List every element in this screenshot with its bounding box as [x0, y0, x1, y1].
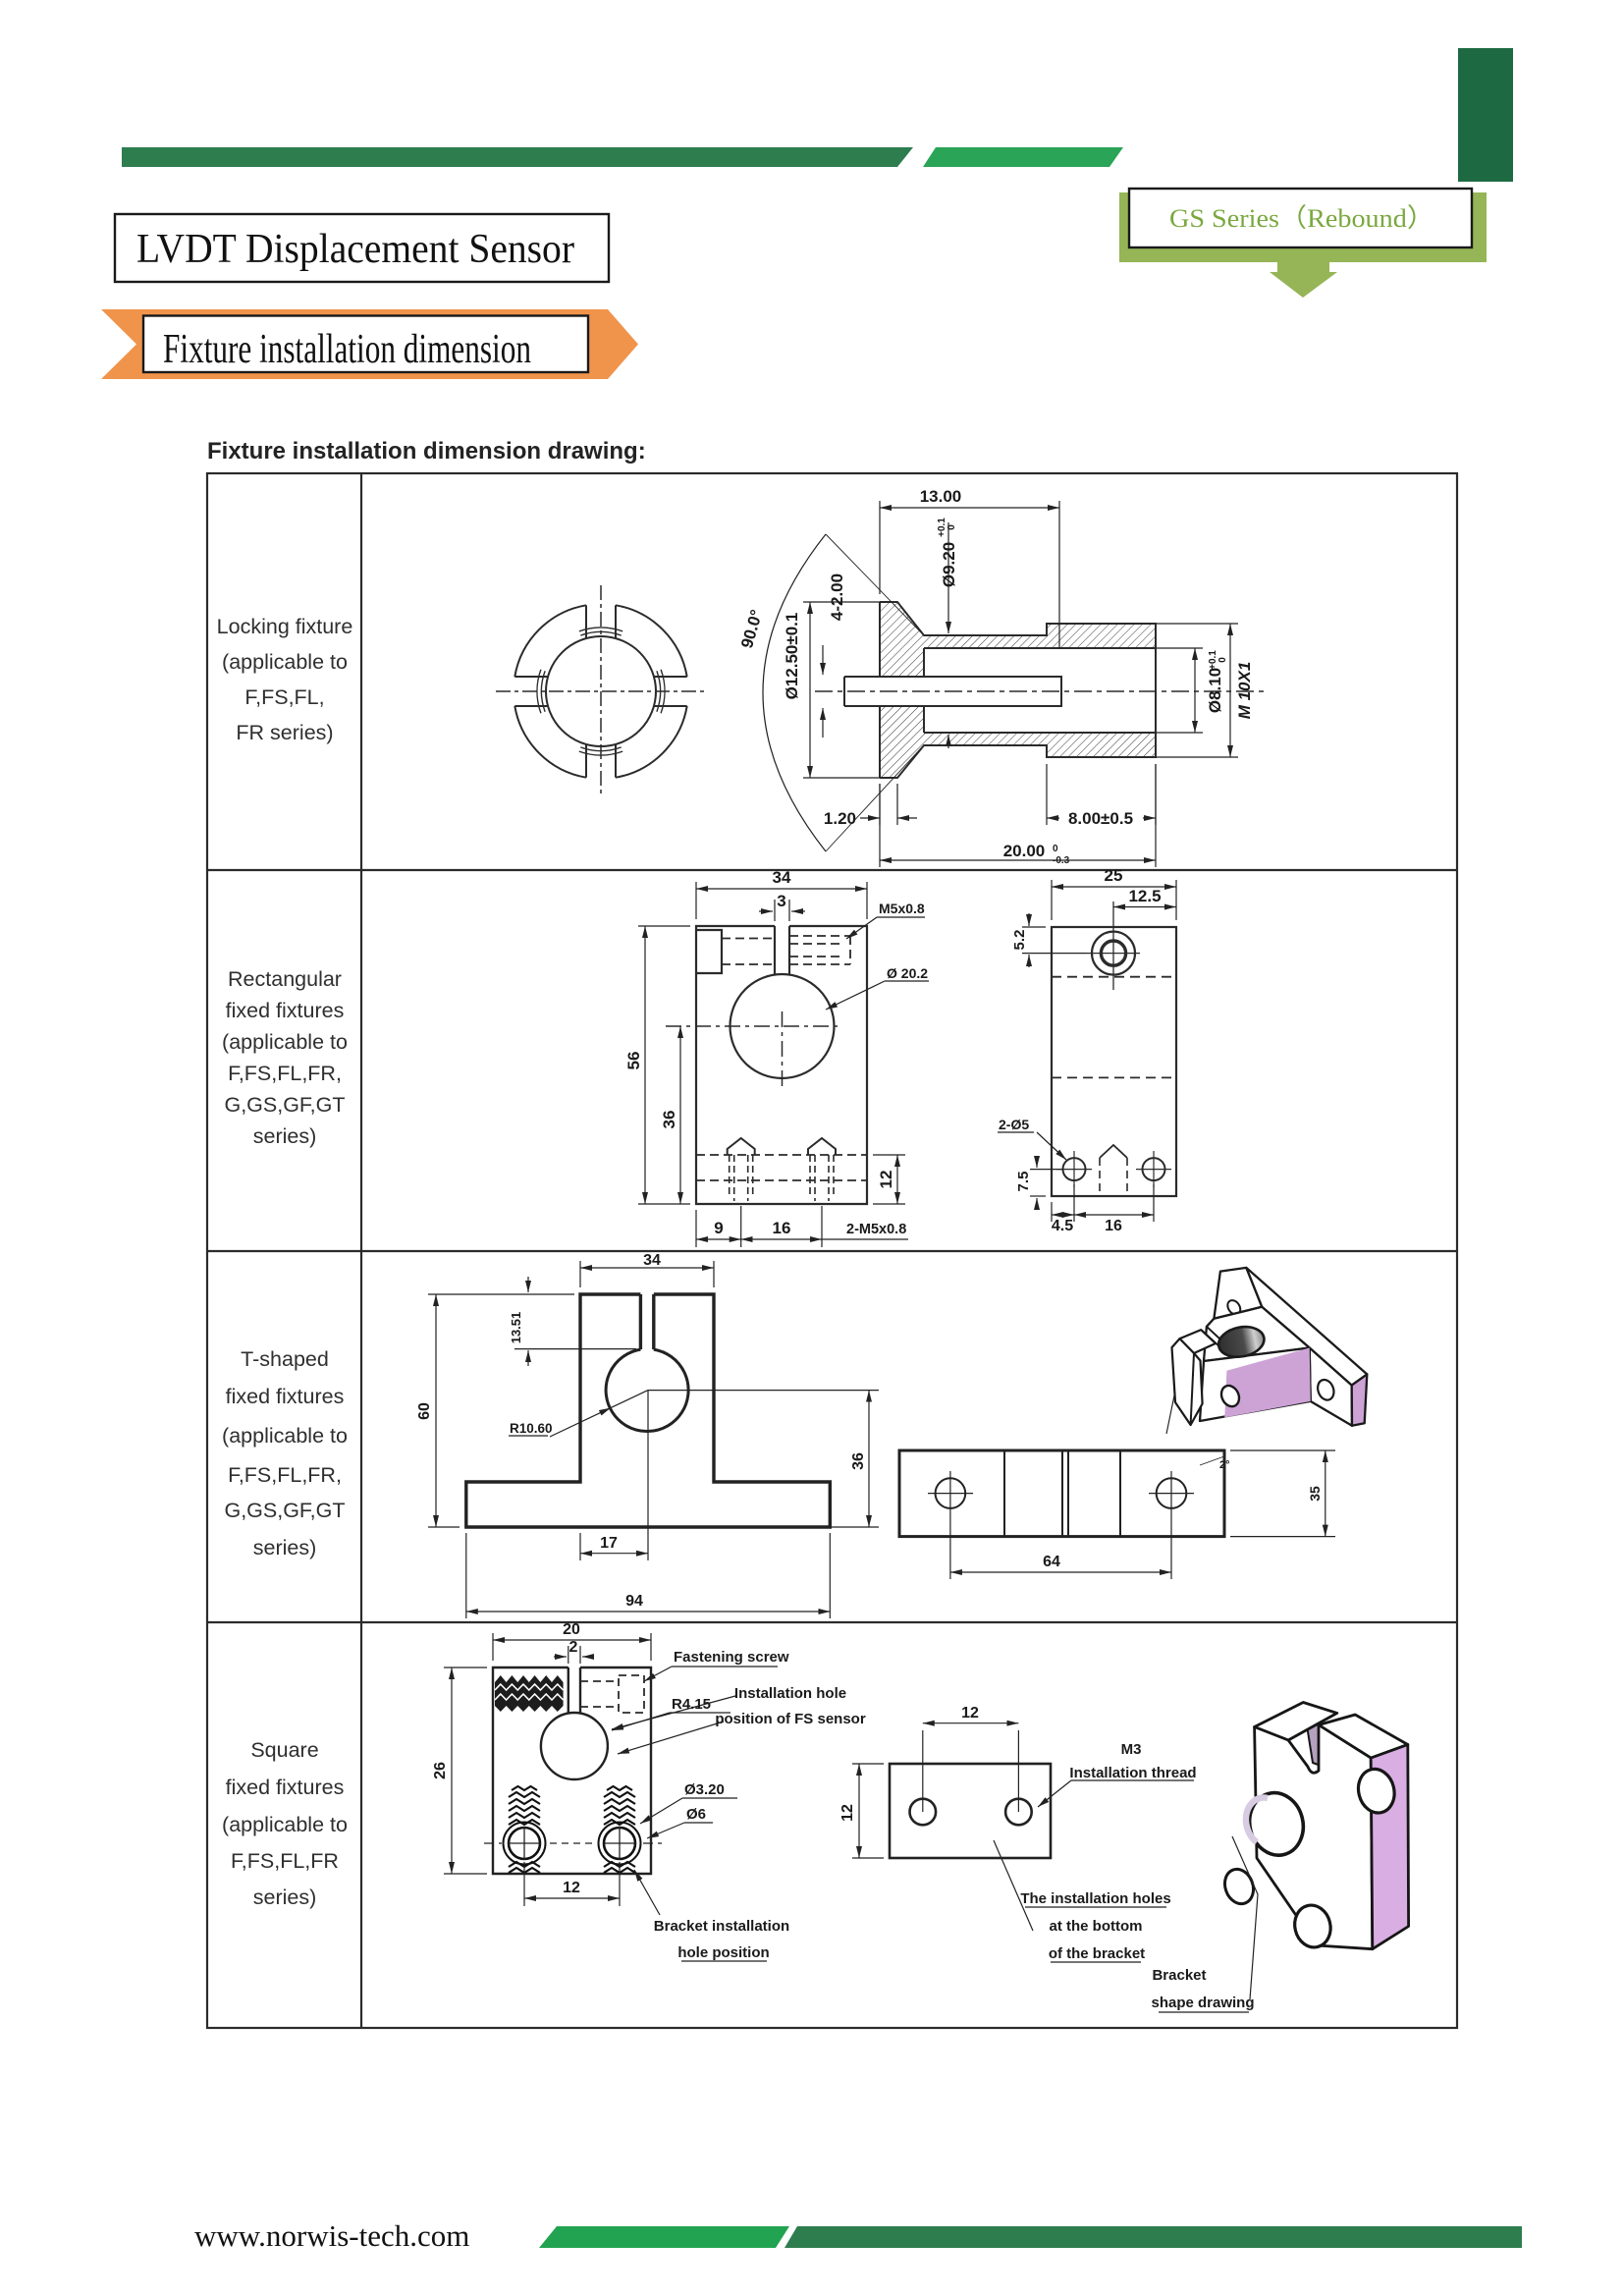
svg-text:(applicable to: (applicable to: [222, 1030, 348, 1054]
svg-text:12: 12: [839, 1804, 856, 1822]
svg-text:F,FS,FL,: F,FS,FL,: [244, 685, 324, 709]
svg-text:Fixture installation dimension: Fixture installation dimension: [163, 327, 531, 372]
svg-text:at the bottom: at the bottom: [1050, 1918, 1143, 1935]
svg-text:M5x0.8: M5x0.8: [879, 901, 925, 916]
svg-text:R10.60: R10.60: [510, 1421, 553, 1436]
svg-text:shape drawing: shape drawing: [1151, 1995, 1254, 2011]
svg-text:Installation hole: Installation hole: [734, 1685, 846, 1702]
svg-text:series): series): [253, 1886, 317, 1909]
svg-text:12: 12: [877, 1171, 895, 1189]
svg-text:LVDT Displacement Sensor: LVDT Displacement Sensor: [136, 227, 574, 272]
svg-text:36: 36: [850, 1452, 867, 1470]
svg-text:12.5: 12.5: [1128, 887, 1161, 905]
svg-text:(applicable to: (applicable to: [222, 1813, 348, 1836]
svg-text:5.2: 5.2: [1011, 930, 1028, 951]
svg-text:www.norwis-tech.com: www.norwis-tech.com: [194, 2218, 469, 2253]
svg-text:9: 9: [714, 1219, 723, 1237]
svg-text:Ø 20.2: Ø 20.2: [887, 965, 928, 981]
svg-text:8.00±0.5: 8.00±0.5: [1068, 809, 1133, 828]
svg-text:56: 56: [624, 1052, 643, 1070]
svg-text:M3: M3: [1121, 1741, 1142, 1758]
svg-text:of the bracket: of the bracket: [1049, 1945, 1145, 1962]
svg-text:Ø3.20: Ø3.20: [684, 1781, 725, 1798]
svg-text:1.20: 1.20: [824, 809, 856, 828]
svg-text:fixed fixtures: fixed fixtures: [226, 1776, 345, 1799]
svg-text:Installation thread: Installation thread: [1069, 1765, 1196, 1781]
svg-text:26: 26: [432, 1762, 449, 1779]
svg-text:Fastening screw: Fastening screw: [674, 1649, 789, 1666]
svg-text:12: 12: [961, 1705, 979, 1722]
svg-text:+0.1: +0.1: [937, 518, 947, 537]
svg-text:Ø6: Ø6: [686, 1806, 706, 1823]
svg-text:G,GS,GF,GT: G,GS,GF,GT: [224, 1093, 345, 1117]
svg-text:Locking fixture: Locking fixture: [217, 615, 353, 638]
svg-text:fixed fixtures: fixed fixtures: [226, 999, 345, 1022]
svg-text:0: 0: [1217, 657, 1228, 663]
svg-text:12: 12: [563, 1880, 580, 1896]
svg-text:Ø9.20: Ø9.20: [940, 542, 958, 587]
svg-text:0: 0: [1053, 844, 1058, 854]
svg-text:position of FS sensor: position of FS sensor: [715, 1711, 866, 1727]
svg-text:3: 3: [777, 892, 785, 910]
svg-text:13.00: 13.00: [920, 487, 962, 506]
svg-text:Ø12.50±0.1: Ø12.50±0.1: [783, 613, 801, 700]
svg-text:Bracket installation: Bracket installation: [654, 1918, 789, 1935]
svg-text:F,FS,FL,FR,: F,FS,FL,FR,: [228, 1463, 342, 1487]
svg-text:7.5: 7.5: [1015, 1172, 1032, 1192]
svg-text:Square: Square: [250, 1738, 318, 1762]
svg-text:2-M5x0.8: 2-M5x0.8: [846, 1222, 906, 1237]
svg-text:2: 2: [569, 1639, 578, 1656]
svg-text:16: 16: [773, 1219, 791, 1237]
svg-text:64: 64: [1043, 1554, 1060, 1570]
svg-text:hole position: hole position: [677, 1944, 769, 1961]
svg-text:T-shaped: T-shaped: [241, 1347, 329, 1371]
svg-text:series): series): [253, 1124, 317, 1148]
svg-text:Bracket: Bracket: [1152, 1967, 1206, 1984]
svg-text:-0.3: -0.3: [1053, 855, 1070, 866]
svg-text:20: 20: [563, 1621, 580, 1638]
svg-text:(applicable to: (applicable to: [222, 1424, 348, 1448]
svg-text:2-Ø5: 2-Ø5: [999, 1117, 1029, 1132]
svg-text:+0.1: +0.1: [1208, 650, 1218, 670]
svg-text:34: 34: [643, 1252, 661, 1269]
svg-text:25: 25: [1105, 866, 1123, 885]
svg-text:M 10X1: M 10X1: [1235, 662, 1254, 720]
svg-text:Rectangular: Rectangular: [228, 967, 342, 991]
svg-text:GS Series（Rebound）: GS Series（Rebound）: [1169, 203, 1434, 233]
svg-text:60: 60: [416, 1402, 433, 1420]
svg-text:series): series): [253, 1536, 317, 1559]
svg-text:2°: 2°: [1219, 1459, 1230, 1471]
svg-text:20.00: 20.00: [1003, 842, 1046, 860]
svg-text:90.0°: 90.0°: [737, 608, 766, 651]
svg-text:36: 36: [660, 1111, 678, 1129]
svg-text:The installation holes: The installation holes: [1020, 1890, 1170, 1907]
svg-text:R4.15: R4.15: [672, 1696, 711, 1713]
svg-text:34: 34: [773, 868, 791, 887]
svg-text:F,FS,FL,FR,: F,FS,FL,FR,: [228, 1062, 342, 1085]
svg-text:fixed fixtures: fixed fixtures: [226, 1385, 345, 1408]
svg-text:G,GS,GF,GT: G,GS,GF,GT: [224, 1499, 345, 1522]
svg-text:17: 17: [600, 1535, 618, 1552]
svg-text:35: 35: [1307, 1486, 1323, 1502]
svg-text:(applicable to: (applicable to: [222, 650, 348, 674]
svg-text:13.51: 13.51: [509, 1312, 523, 1344]
svg-text:94: 94: [625, 1593, 643, 1610]
svg-text:16: 16: [1105, 1218, 1122, 1234]
svg-text:4.5: 4.5: [1052, 1218, 1073, 1234]
svg-text:F,FS,FL,FR: F,FS,FL,FR: [231, 1849, 339, 1873]
svg-text:Ø8.10: Ø8.10: [1206, 668, 1224, 713]
svg-text:FR series): FR series): [236, 721, 333, 744]
svg-text:0: 0: [947, 524, 957, 530]
svg-text:4-2.00: 4-2.00: [828, 574, 846, 621]
